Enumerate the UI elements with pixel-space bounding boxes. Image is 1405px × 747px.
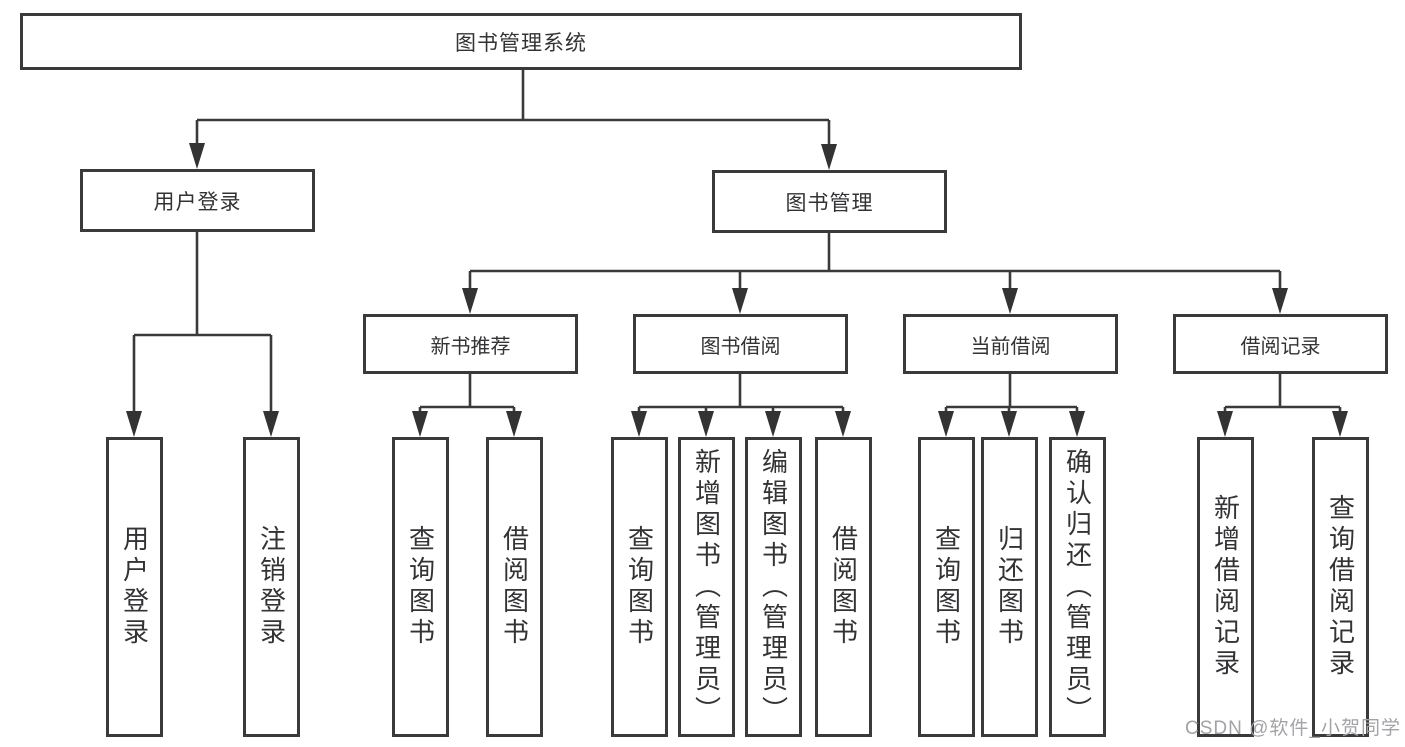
leaf-current-confirm-return-admin: 确认归还（管理员） bbox=[1049, 437, 1106, 737]
leaf-newbook-borrow-books: 借阅图书 bbox=[486, 437, 543, 737]
leaf-current-query-books: 查询图书 bbox=[918, 437, 975, 737]
leaf-borrowing-add-books-admin: 新增图书（管理员） bbox=[678, 437, 735, 737]
leaf-logout-label: 注销登录 bbox=[256, 525, 287, 649]
node-user-login: 用户登录 bbox=[80, 169, 315, 232]
leaf-records-add-record-label: 新增借阅记录 bbox=[1210, 494, 1241, 680]
leaf-user-login: 用户登录 bbox=[106, 437, 163, 737]
node-borrowing-records: 借阅记录 bbox=[1173, 314, 1388, 374]
leaf-records-add-record: 新增借阅记录 bbox=[1197, 437, 1254, 737]
leaf-current-return-books-label: 归还图书 bbox=[994, 525, 1025, 649]
leaf-current-confirm-return-admin-label: 确认归还（管理员） bbox=[1062, 447, 1093, 727]
node-root-label: 图书管理系统 bbox=[455, 31, 587, 55]
leaf-records-query-record-label: 查询借阅记录 bbox=[1325, 494, 1356, 680]
leaf-user-login-label: 用户登录 bbox=[119, 525, 150, 649]
node-book-borrowing-label: 图书借阅 bbox=[700, 335, 781, 358]
leaf-borrowing-add-books-admin-label: 新增图书（管理员） bbox=[691, 447, 722, 727]
leaf-newbook-borrow-books-label: 借阅图书 bbox=[499, 525, 530, 649]
leaf-borrowing-query-books-label: 查询图书 bbox=[624, 525, 655, 649]
leaf-records-query-record: 查询借阅记录 bbox=[1312, 437, 1369, 737]
watermark: CSDN @软件_小贺同学 bbox=[1185, 718, 1401, 739]
node-book-borrowing: 图书借阅 bbox=[633, 314, 848, 374]
node-new-book-recommendation: 新书推荐 bbox=[363, 314, 578, 374]
node-user-login-label: 用户登录 bbox=[153, 190, 242, 214]
node-borrowing-records-label: 借阅记录 bbox=[1240, 335, 1321, 358]
node-book-management-label: 图书管理 bbox=[785, 191, 874, 215]
leaf-borrowing-borrow-books-label: 借阅图书 bbox=[828, 525, 859, 649]
leaf-logout: 注销登录 bbox=[243, 437, 300, 737]
leaf-current-query-books-label: 查询图书 bbox=[931, 525, 962, 649]
leaf-borrowing-edit-books-admin-label: 编辑图书（管理员） bbox=[758, 447, 789, 727]
leaf-current-return-books: 归还图书 bbox=[981, 437, 1038, 737]
leaf-borrowing-edit-books-admin: 编辑图书（管理员） bbox=[745, 437, 802, 737]
node-current-borrowing: 当前借阅 bbox=[903, 314, 1118, 374]
node-current-borrowing-label: 当前借阅 bbox=[970, 335, 1051, 358]
leaf-borrowing-query-books: 查询图书 bbox=[611, 437, 668, 737]
node-book-management: 图书管理 bbox=[712, 170, 947, 233]
node-root: 图书管理系统 bbox=[20, 13, 1022, 70]
node-new-book-recommendation-label: 新书推荐 bbox=[430, 335, 511, 358]
leaf-newbook-query-books-label: 查询图书 bbox=[405, 525, 436, 649]
leaf-borrowing-borrow-books: 借阅图书 bbox=[815, 437, 872, 737]
leaf-newbook-query-books: 查询图书 bbox=[392, 437, 449, 737]
